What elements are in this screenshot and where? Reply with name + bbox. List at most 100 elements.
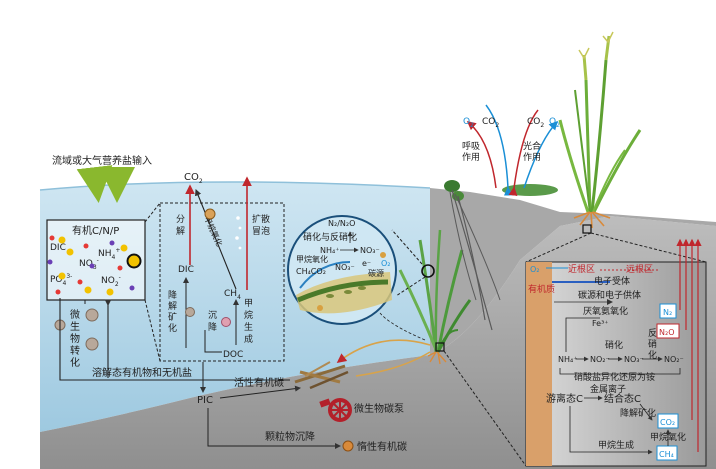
submerged-plant bbox=[398, 229, 472, 353]
zoom-no3b-label: NO₃⁻ bbox=[335, 263, 355, 272]
degrade-label-2: 解 bbox=[168, 300, 177, 312]
settle-label-2: 降 bbox=[208, 321, 217, 333]
microbe-icon-mid-2 bbox=[221, 317, 231, 327]
denitr-label-3: 化 bbox=[648, 349, 657, 361]
nh4-label: NH4+ bbox=[98, 247, 120, 261]
watershed-input-label: 流域或大气营养盐输入 bbox=[52, 154, 152, 167]
o2-right-label: O2 bbox=[549, 117, 560, 129]
respiration-co2-arrow bbox=[466, 121, 497, 189]
degrade-rhizo-label: 降解矿化 bbox=[620, 407, 656, 419]
pic-to-active-arrow bbox=[219, 385, 301, 399]
photosynthesis-co2-arrow bbox=[508, 109, 539, 197]
settle-connector bbox=[204, 330, 222, 353]
decompose-label-1: 分 bbox=[176, 214, 185, 225]
anammox-label: 厌氧氨氧化 bbox=[583, 305, 628, 317]
fe-label: Fe³⁺ bbox=[592, 319, 609, 328]
emergent-reed bbox=[558, 31, 642, 213]
doc-label: DOC bbox=[223, 350, 243, 360]
inert-carbon-icon bbox=[342, 440, 354, 452]
respiration-o2-arrow bbox=[485, 104, 513, 196]
zoom-carbon-source-label: 碳源 bbox=[368, 268, 384, 278]
degrade-label-4: 化 bbox=[168, 322, 177, 334]
bubbles bbox=[235, 216, 242, 250]
gas-escape-arrows bbox=[676, 238, 702, 452]
zoom-o2-label: O₂ bbox=[381, 259, 391, 268]
methanogen-label-3: 生 bbox=[244, 321, 253, 333]
no3-label: NO3- bbox=[79, 257, 99, 271]
rhizo-o2-label: O₂ bbox=[530, 265, 540, 274]
denitr-label-1: 反 bbox=[648, 328, 657, 339]
methanogen-label-2: 烷 bbox=[244, 309, 253, 321]
photosynthesis-label-2: 作用 bbox=[523, 151, 541, 163]
no2-label: NO2- bbox=[101, 274, 121, 288]
decompose-label-2: 解 bbox=[176, 225, 185, 237]
nutrient-input-arrow-1 bbox=[76, 165, 113, 203]
degrade-label-3: 矿 bbox=[168, 311, 177, 323]
respiration-label-1: 呼吸 bbox=[462, 141, 480, 152]
n2o-label: N₂O bbox=[659, 328, 675, 337]
far-root-label: 远根区 bbox=[626, 263, 653, 275]
no3-rhizo-label: NO₃⁻ bbox=[624, 355, 644, 364]
dnra-label: 硝酸盐异化还原为铵 bbox=[574, 371, 655, 383]
degrade-label-1: 降 bbox=[168, 289, 177, 301]
o2-left-label: O2 bbox=[463, 117, 474, 129]
n2-label: N₂ bbox=[663, 308, 672, 317]
denitr-label-2: 硝 bbox=[648, 338, 657, 350]
po4-label: PO43- bbox=[50, 273, 72, 287]
methanogen-label-4: 成 bbox=[244, 333, 253, 345]
zoom-ch4co2-label: CH₄CO₂ bbox=[296, 267, 326, 276]
active-carbon-debris bbox=[294, 361, 349, 390]
bound-c-label: 结合态C bbox=[604, 392, 641, 405]
ch4-rhizo-label: CH₄ bbox=[659, 450, 674, 459]
free-c-label: 游离态C bbox=[546, 392, 583, 405]
methanogen-label-1: 甲 bbox=[244, 298, 253, 309]
reed-root-marker bbox=[582, 224, 592, 234]
respiration-label-2: 作用 bbox=[462, 151, 480, 163]
microbial-label-3: 物 bbox=[70, 332, 80, 345]
microbial-label-2: 生 bbox=[70, 320, 80, 333]
zoom-electron-label: e⁻ bbox=[362, 259, 371, 268]
rhizosphere-box bbox=[525, 261, 707, 467]
microbial-label-4: 转 bbox=[70, 344, 80, 357]
submerged-roots bbox=[427, 351, 447, 365]
dissolved-label: 溶解态有机物和无机盐 bbox=[92, 366, 192, 379]
nutrient-particles bbox=[47, 235, 142, 296]
ch4-mid-label: CH4 bbox=[224, 289, 241, 301]
zoom-nitrification-label: 硝化与反硝化 bbox=[303, 231, 357, 243]
pic-label: PIC bbox=[197, 395, 213, 406]
diffusion-label-1: 扩散 bbox=[252, 213, 270, 225]
particle-settle-arrow bbox=[207, 408, 341, 449]
biofilm-zoom-circle bbox=[287, 215, 397, 325]
dic-label: DIC bbox=[50, 243, 66, 253]
microbial-pump-label: 微生物碳泵 bbox=[354, 402, 404, 415]
co2-rhizo-label: CO₂ bbox=[660, 418, 675, 427]
zoom-methane-ox-label: 甲烷氧化 bbox=[296, 254, 328, 264]
inert-carbon-label: 惰性有机碳 bbox=[357, 440, 407, 453]
submerged-root-marker bbox=[435, 342, 445, 352]
co2-right-label: CO2 bbox=[527, 117, 544, 129]
highlighted-particle bbox=[126, 253, 142, 269]
microbial-label-5: 化 bbox=[70, 356, 80, 369]
dic-mid-label: DIC bbox=[178, 265, 194, 275]
co2-top-label: CO2 bbox=[184, 172, 203, 185]
zoom-target-marker bbox=[421, 264, 435, 278]
organic-cnp-label: 有机C/N/P bbox=[72, 224, 119, 237]
microbial-label-1: 微 bbox=[70, 308, 80, 321]
nitrification-label: 硝化 bbox=[605, 339, 623, 351]
co2-left-label: CO2 bbox=[482, 117, 499, 129]
electron-acceptor-label: 电子受体 bbox=[594, 275, 630, 287]
zoom-nh4-label: NH₄⁺ bbox=[320, 246, 339, 255]
cycle-arrow-left bbox=[59, 298, 162, 381]
microbe-icon-mid bbox=[185, 307, 195, 317]
root-to-active-arrow-2 bbox=[355, 351, 431, 377]
methanogen-rhizo-label: 甲烷生成 bbox=[598, 439, 634, 451]
particle-settle-label: 颗粒物沉降 bbox=[265, 430, 315, 443]
no2b-rhizo-label: NO₂⁻ bbox=[664, 355, 684, 364]
diffusion-label-2: 冒泡 bbox=[252, 225, 270, 237]
photosynthesis-label-1: 光合 bbox=[523, 140, 541, 152]
microbe-icon-top bbox=[204, 208, 216, 220]
nh4-rhizo-label: NH₄⁺ bbox=[558, 355, 577, 364]
root-to-active-arrow bbox=[336, 339, 431, 363]
methane-ox-arrow bbox=[195, 188, 237, 290]
